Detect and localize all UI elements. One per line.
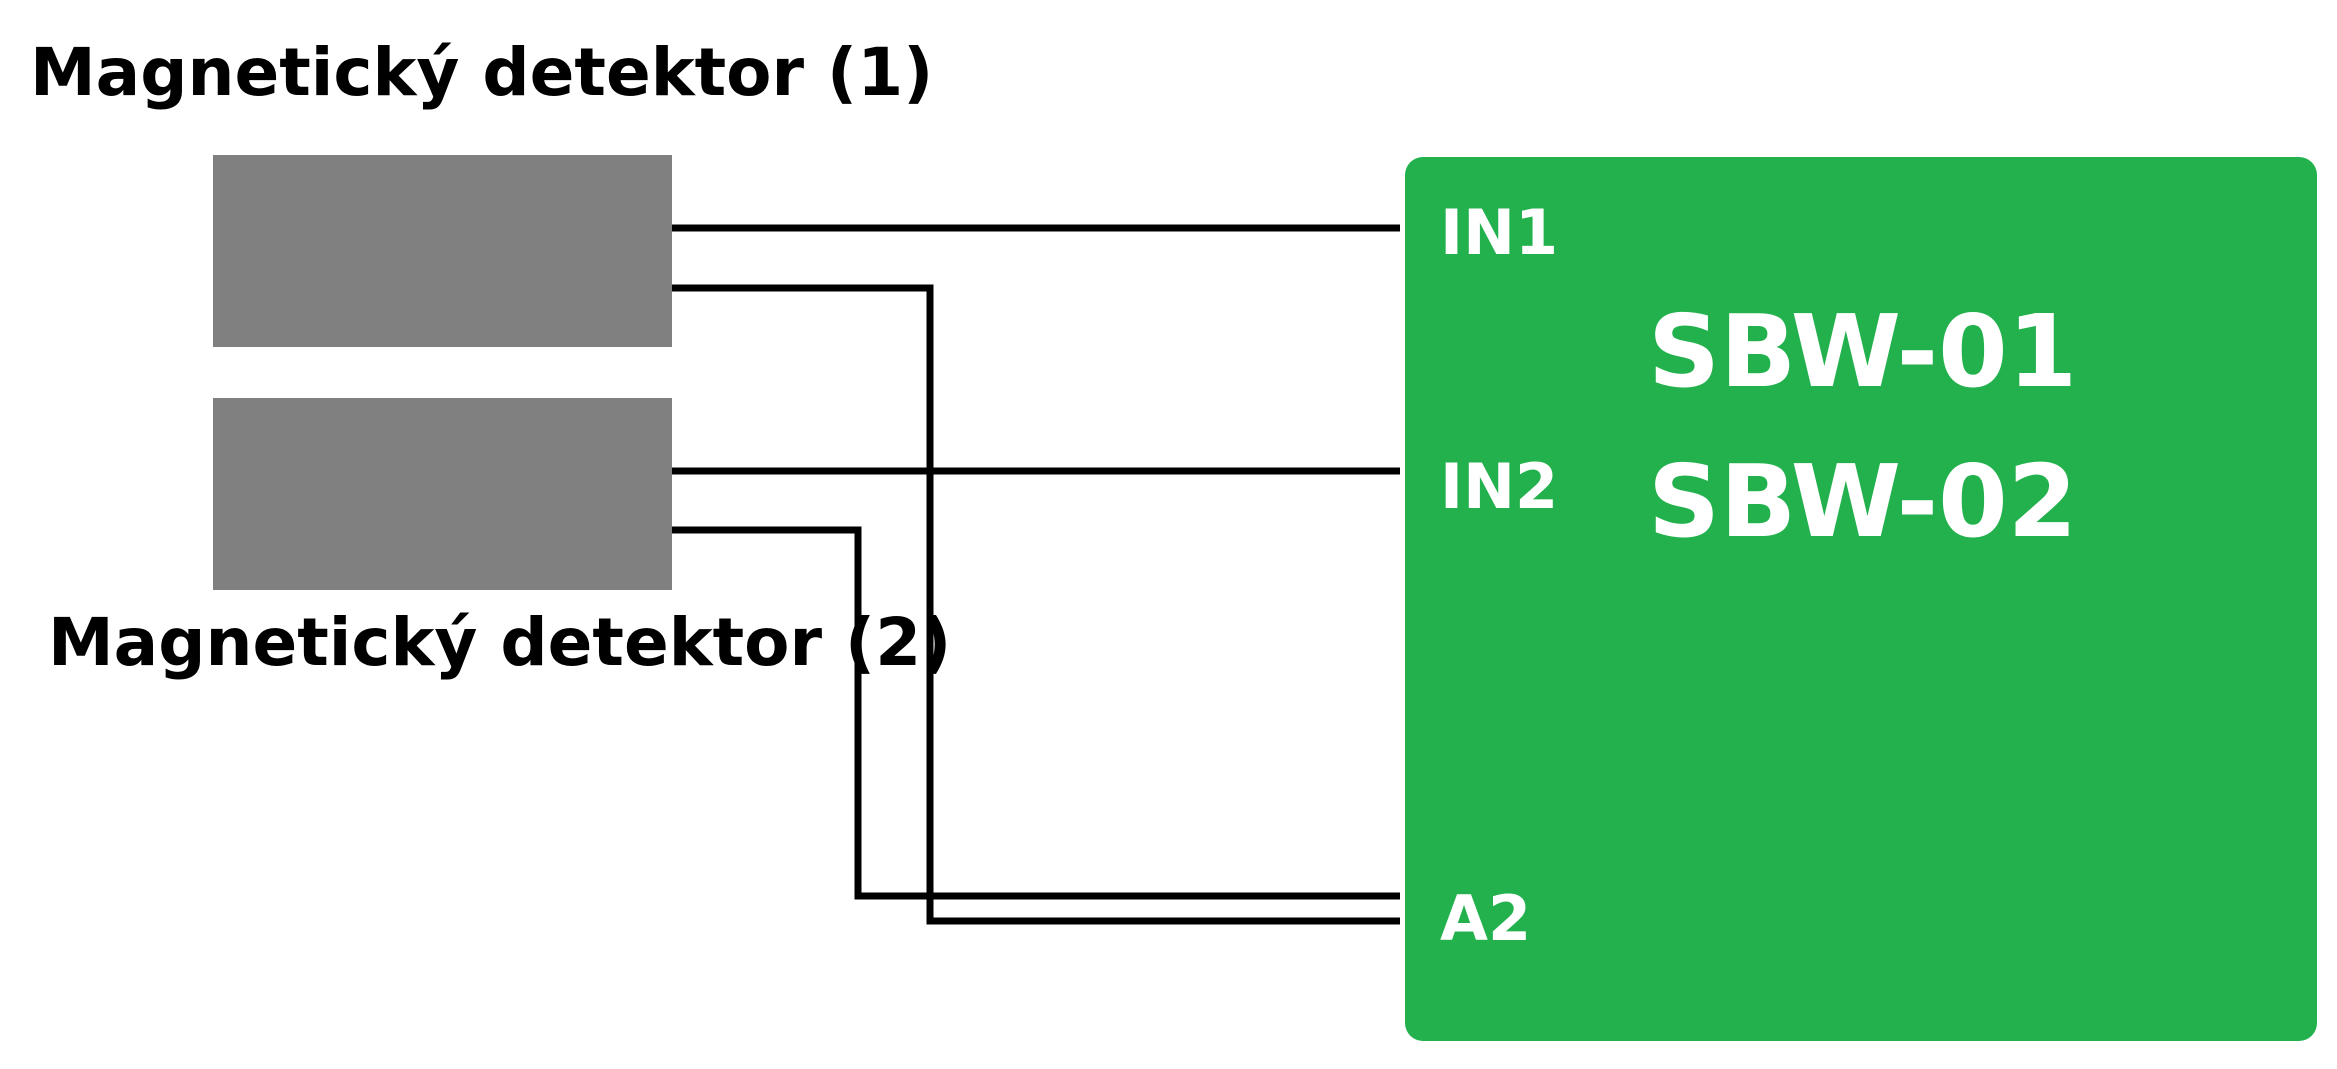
model-label-sbw-02: SBW-02 [1648, 443, 2078, 560]
model-label-sbw-01: SBW-01 [1648, 293, 2078, 410]
terminal-a2-label: A2 [1440, 882, 1532, 955]
detector-2-label: Magnetický detektor (2) [48, 604, 952, 681]
terminal-in2-label: IN2 [1440, 450, 1559, 523]
sbw-module [1405, 157, 2317, 1041]
magnetic-detector-2 [213, 398, 672, 590]
wire-det2-a2 [672, 526, 1400, 900]
detector-1-label: Magnetický detektor (1) [30, 34, 934, 111]
wire-det1-a2 [672, 284, 1400, 925]
terminal-in1-label: IN1 [1440, 196, 1559, 269]
magnetic-detector-1 [213, 155, 672, 347]
